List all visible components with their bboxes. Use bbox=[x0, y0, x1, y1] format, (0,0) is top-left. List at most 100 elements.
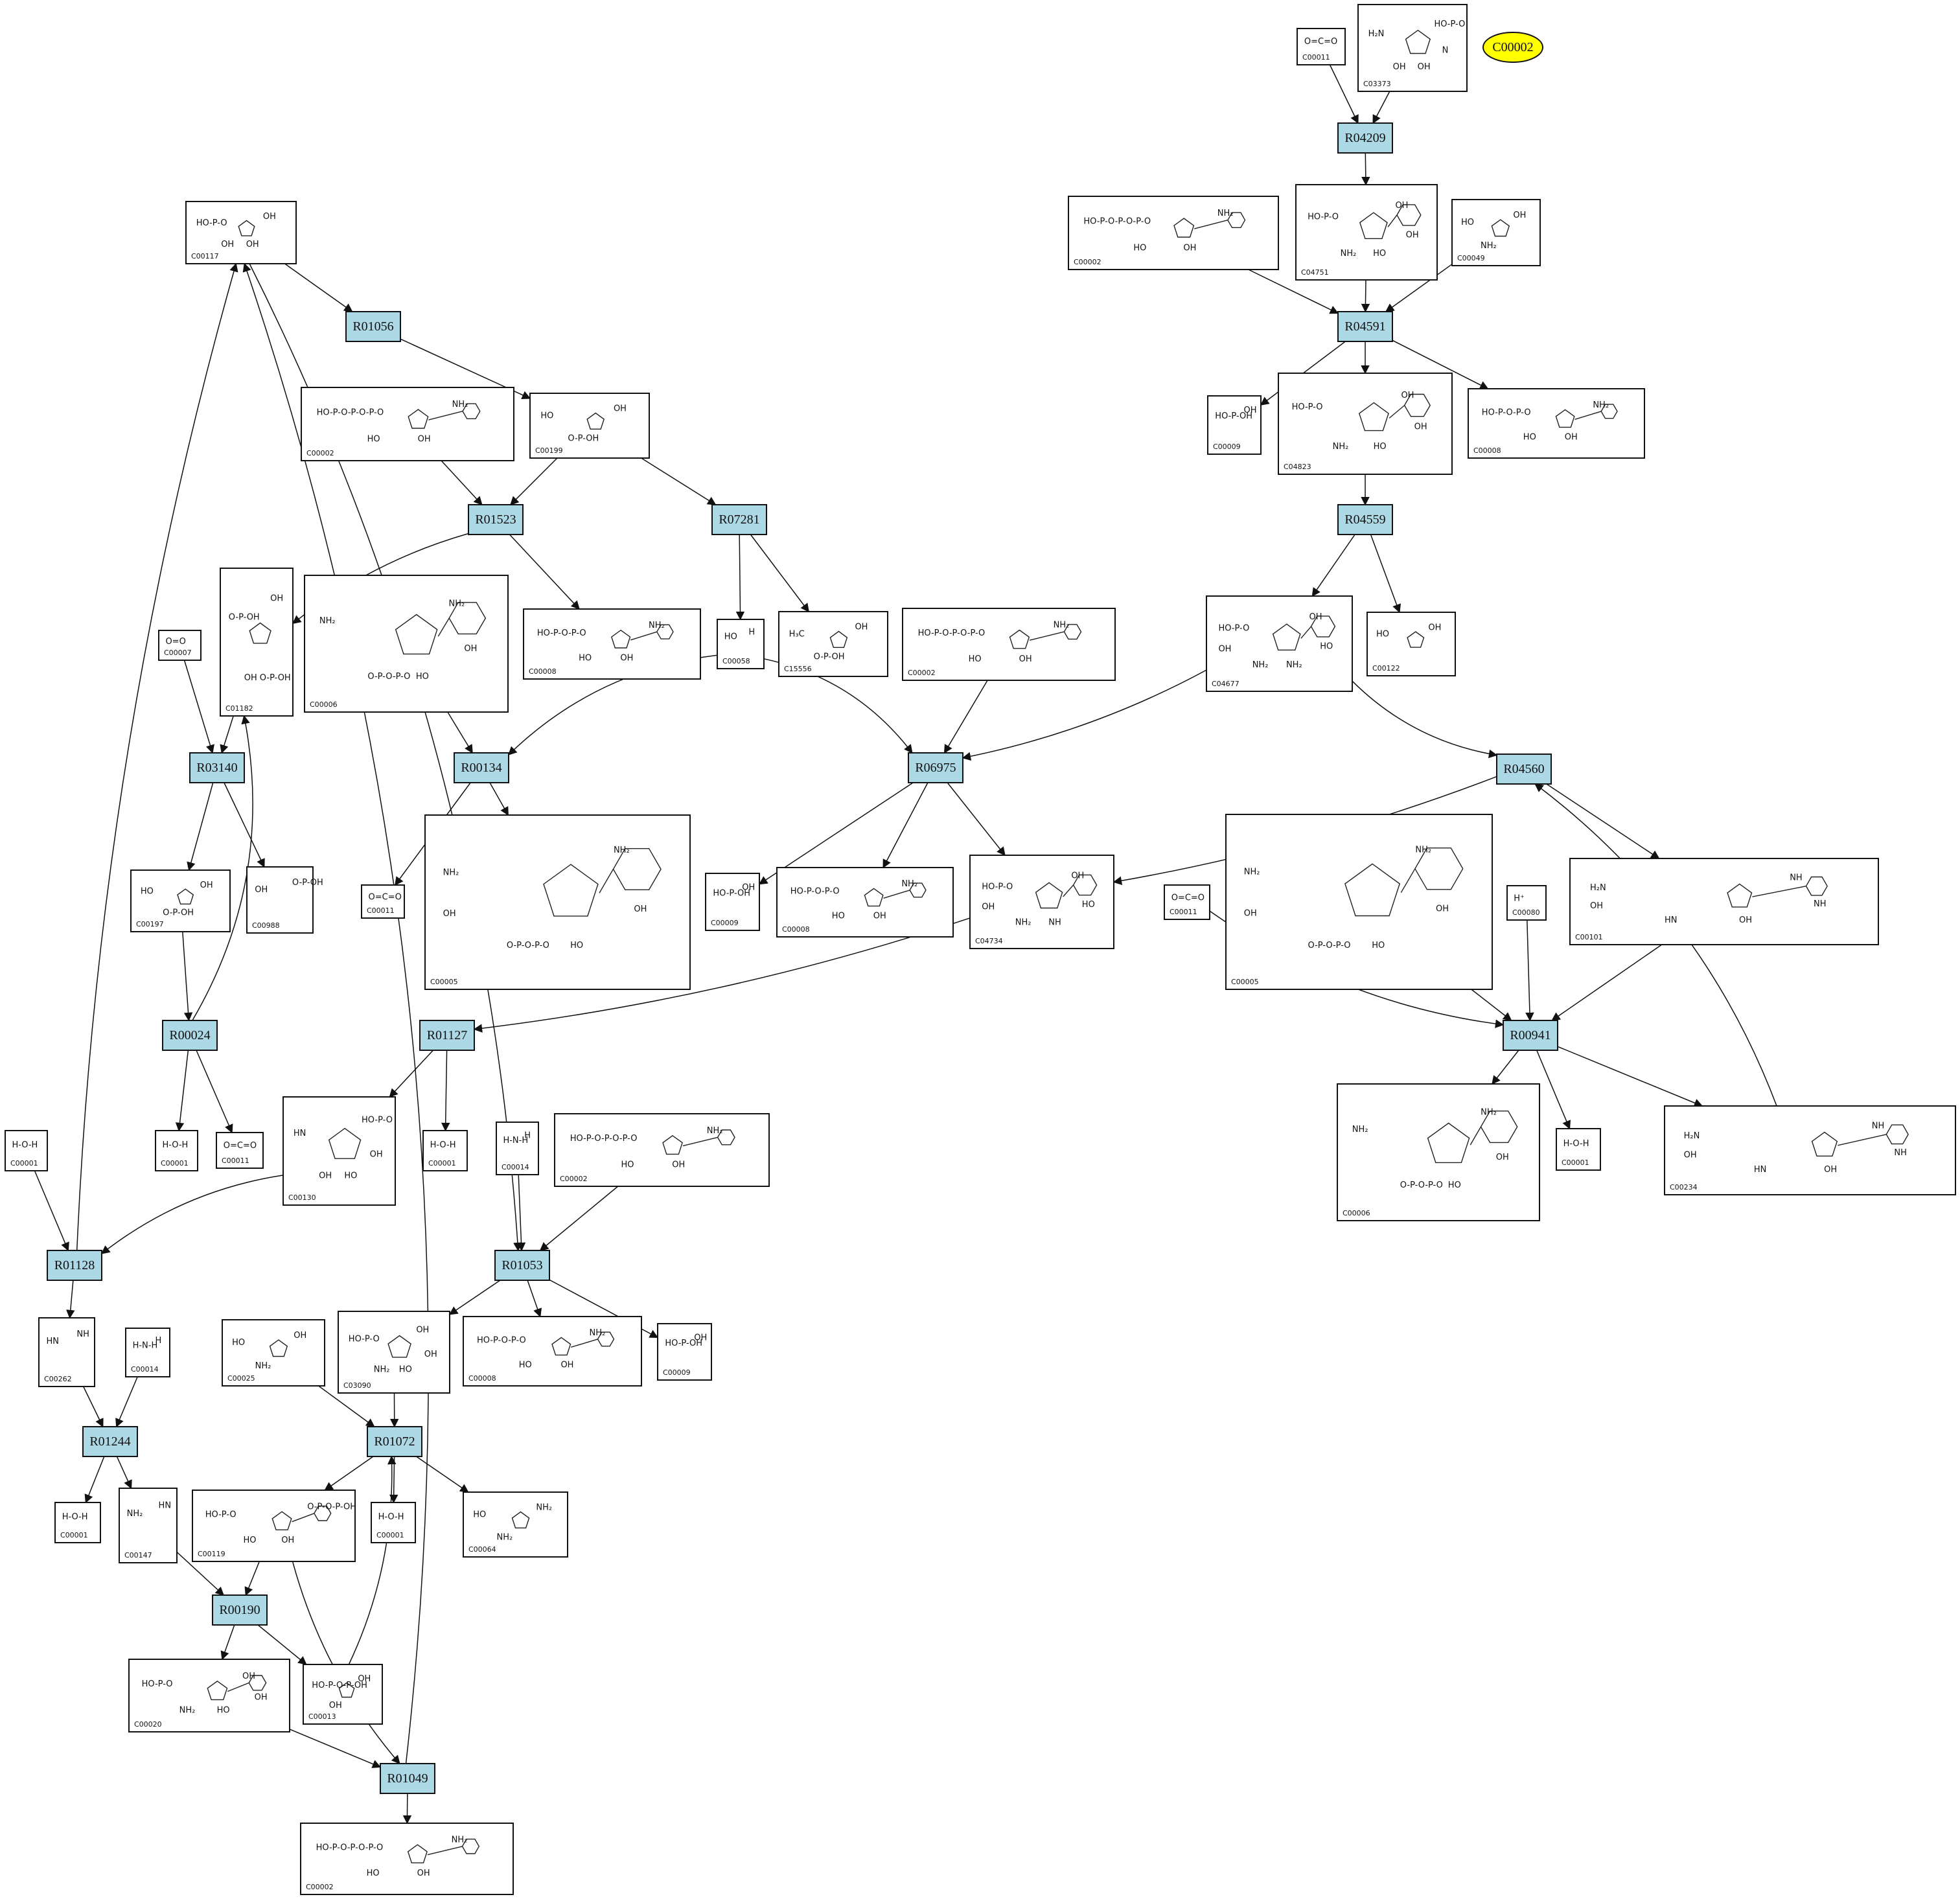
compound-box[interactable] bbox=[1569, 858, 1879, 945]
reaction-box[interactable] bbox=[380, 1763, 435, 1794]
compound-box[interactable] bbox=[130, 869, 231, 932]
compound-box[interactable] bbox=[1451, 199, 1541, 266]
compound-box[interactable] bbox=[422, 1130, 468, 1171]
reaction-box[interactable] bbox=[908, 752, 963, 783]
compound-box[interactable] bbox=[1506, 885, 1547, 921]
compound-box[interactable] bbox=[5, 1130, 48, 1171]
compound-box[interactable] bbox=[185, 201, 297, 264]
compound-box[interactable] bbox=[1556, 1128, 1601, 1171]
reaction-r04209[interactable]: R04209 bbox=[1337, 122, 1393, 154]
compound-box[interactable] bbox=[1278, 373, 1453, 475]
compound-box[interactable] bbox=[1164, 884, 1210, 920]
compound-box[interactable] bbox=[969, 855, 1114, 949]
compound-box[interactable] bbox=[1206, 595, 1353, 692]
compound-box[interactable] bbox=[1337, 1083, 1540, 1221]
reaction-r00190[interactable]: R00190 bbox=[212, 1594, 268, 1626]
reaction-r00134[interactable]: R00134 bbox=[454, 752, 509, 783]
compound-box[interactable] bbox=[119, 1488, 178, 1563]
reaction-box[interactable] bbox=[468, 504, 524, 535]
compound-box[interactable] bbox=[463, 1491, 568, 1558]
reaction-r01053[interactable]: R01053 bbox=[494, 1250, 550, 1281]
reaction-r01072[interactable]: R01072 bbox=[367, 1426, 422, 1457]
reaction-r06975[interactable]: R06975 bbox=[908, 752, 963, 783]
compound-box[interactable] bbox=[155, 1130, 198, 1171]
reaction-box[interactable] bbox=[711, 504, 767, 535]
reaction-r04560[interactable]: R04560 bbox=[1496, 754, 1552, 785]
compound-box[interactable] bbox=[1664, 1105, 1956, 1195]
reaction-box[interactable] bbox=[212, 1594, 268, 1626]
compound-box[interactable] bbox=[1366, 612, 1456, 676]
compound-box[interactable] bbox=[776, 867, 954, 938]
reaction-r01127[interactable]: R01127 bbox=[419, 1020, 475, 1051]
compound-box[interactable] bbox=[1468, 388, 1645, 459]
reaction-box[interactable] bbox=[454, 752, 509, 783]
compound-box[interactable] bbox=[705, 873, 760, 931]
compound-box[interactable] bbox=[554, 1113, 770, 1187]
compound-box[interactable] bbox=[222, 1319, 325, 1387]
compound-box[interactable] bbox=[338, 1311, 450, 1394]
reaction-r07281[interactable]: R07281 bbox=[711, 504, 767, 535]
compound-box[interactable] bbox=[463, 1316, 642, 1387]
compound-box[interactable] bbox=[38, 1317, 95, 1387]
compound-box[interactable] bbox=[1357, 4, 1468, 92]
compound-box[interactable] bbox=[496, 1122, 539, 1175]
compound-box[interactable] bbox=[657, 1323, 712, 1381]
reaction-box[interactable] bbox=[82, 1426, 138, 1457]
compound-box[interactable] bbox=[128, 1659, 290, 1732]
compound-box[interactable] bbox=[902, 608, 1116, 681]
reaction-box[interactable] bbox=[367, 1426, 422, 1457]
reaction-r01049[interactable]: R01049 bbox=[380, 1763, 435, 1794]
reaction-box[interactable] bbox=[162, 1020, 218, 1051]
compound-box[interactable] bbox=[1207, 395, 1262, 455]
legend-ellipse[interactable]: C00002 bbox=[1482, 32, 1543, 63]
compound-box[interactable] bbox=[778, 611, 888, 677]
reaction-box[interactable] bbox=[345, 311, 401, 342]
reaction-box[interactable] bbox=[1337, 122, 1393, 154]
reaction-box[interactable] bbox=[1496, 754, 1552, 785]
